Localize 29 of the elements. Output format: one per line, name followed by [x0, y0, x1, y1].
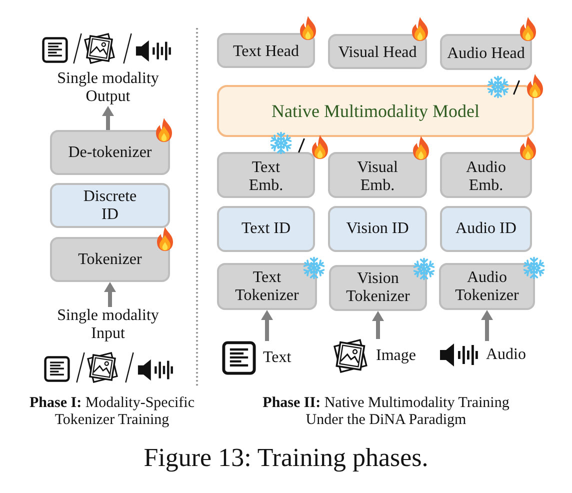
figure-caption: Figure 13: Training phases. — [142, 443, 430, 473]
panel-caption: Phase II: Native Multimodality Training Under the DiNA Paradigm — [262, 395, 510, 429]
head-box: Text Head — [217, 33, 315, 68]
embedding-box: Audio Emb. — [440, 152, 532, 198]
head-box: Audio Head — [440, 34, 532, 70]
arrow — [102, 106, 114, 130]
head-box: Visual Head — [328, 34, 427, 69]
model-box: Native Multimodality Model — [217, 85, 534, 137]
modality-label: Audio — [486, 346, 526, 364]
module-box: Tokenizer — [50, 237, 170, 282]
embedding-box: Text Emb. — [217, 152, 315, 198]
modality-label: Text — [263, 349, 292, 367]
arrow — [372, 311, 384, 339]
id-box: Audio ID — [440, 206, 532, 252]
tokenizer-box: Vision Tokenizer — [329, 265, 427, 311]
arrow — [261, 310, 273, 341]
modality-label: Single modality Input — [50, 307, 166, 343]
id-box: Text ID — [217, 206, 315, 252]
arrow — [104, 282, 116, 307]
embedding-box: Visual Emb. — [328, 152, 427, 198]
panel-caption: Phase I: Modality-Specific Tokenizer Training — [28, 395, 196, 429]
tokenizer-box: Text Tokenizer — [217, 263, 317, 310]
modality-label: Single modality Output — [50, 70, 166, 106]
module-box: De-tokenizer — [50, 130, 170, 175]
modality-label: Image — [376, 347, 416, 365]
tokenizer-box: Audio Tokenizer — [439, 263, 535, 310]
id-box: Vision ID — [328, 206, 427, 252]
arrow — [481, 310, 493, 341]
id-box: Discrete ID — [50, 183, 170, 228]
